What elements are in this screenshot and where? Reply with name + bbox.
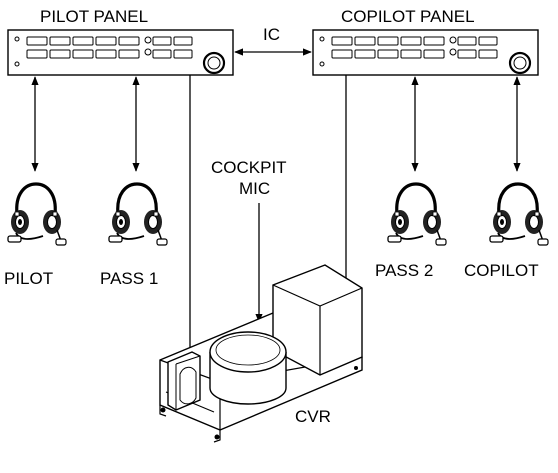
pass2-headset-icon	[386, 182, 448, 247]
pilot-panel-label: PILOT PANEL	[40, 7, 148, 26]
pilot-headset-icon	[6, 182, 68, 247]
copilot-panel-label: COPILOT PANEL	[341, 7, 475, 26]
copilot-audio-panel	[312, 29, 539, 76]
cvr-label: CVR	[295, 407, 331, 426]
intercom-label: IC	[263, 25, 280, 44]
cockpit-mic-label-line2: MIC	[239, 179, 270, 198]
pilot-audio-panel	[7, 29, 234, 76]
pilot-headset-label: PILOT	[4, 269, 53, 288]
pass2-headset-label: PASS 2	[375, 261, 433, 280]
pass1-headset-icon	[107, 182, 169, 247]
copilot-headset-label: COPILOT	[464, 261, 539, 280]
copilot-headset-icon	[488, 182, 550, 247]
cockpit-mic-label-line1: COCKPIT	[211, 158, 287, 177]
cvr-unit-icon	[159, 264, 363, 443]
pass1-headset-label: PASS 1	[100, 269, 158, 288]
